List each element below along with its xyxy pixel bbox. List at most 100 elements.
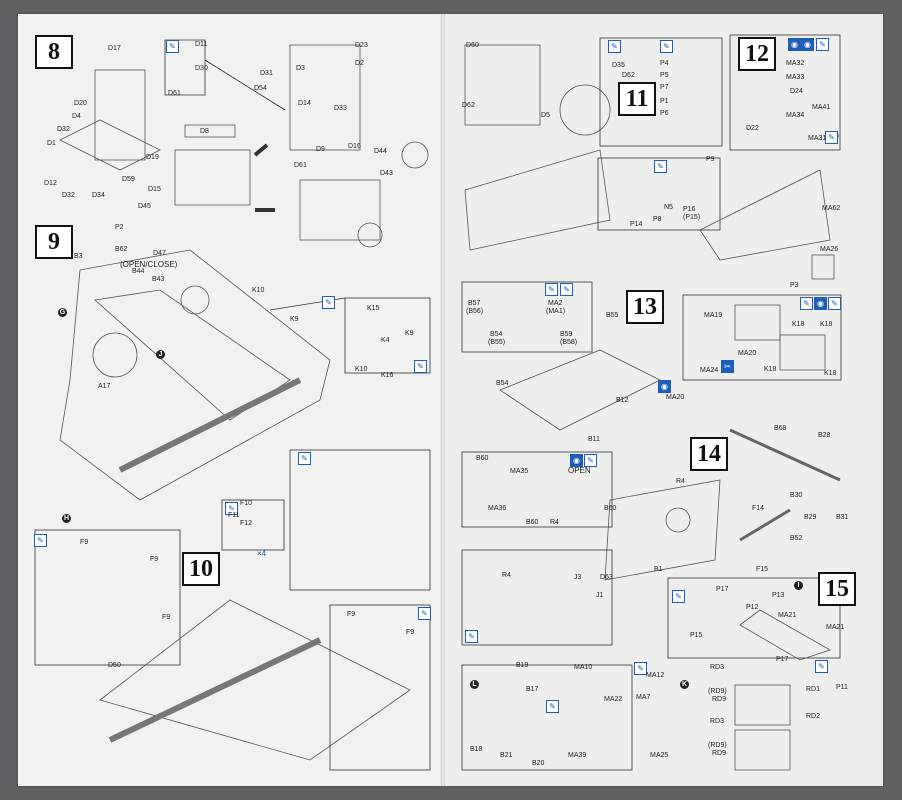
part-label: D50 (108, 662, 121, 669)
part-label: B59 (560, 331, 573, 338)
part-label: MA36 (488, 505, 507, 512)
part-label: F9 (347, 611, 356, 618)
part-label: B52 (790, 535, 803, 542)
part-label: B20 (532, 760, 545, 767)
part-label: F9 (150, 556, 159, 563)
glue-icon: ✎ (825, 131, 838, 144)
part-label: D11 (195, 41, 208, 48)
part-label: D24 (790, 88, 803, 95)
part-label: MA2 (548, 300, 563, 307)
part-label: RD9 (712, 696, 727, 703)
part-label: MA62 (822, 205, 841, 212)
part-label: (P15) (683, 214, 701, 221)
part-label: D5 (541, 112, 550, 119)
part-label: B3 (74, 253, 83, 260)
glue-icon: ✎ (672, 590, 685, 603)
left-instruction-page (18, 14, 443, 786)
step-number-15: 15 (818, 572, 856, 606)
part-label: D4 (72, 113, 81, 120)
part-label: RD3 (710, 718, 725, 725)
glue-icon: ✎ (225, 502, 238, 515)
part-label: B62 (115, 246, 128, 253)
part-label: D62 (622, 72, 635, 79)
part-label: K18 (824, 370, 837, 377)
part-label: D33 (334, 105, 347, 112)
part-label: RD9 (712, 750, 727, 757)
step-number-11: 11 (618, 82, 656, 116)
part-label: B55 (606, 312, 619, 319)
glue-icon: ✎ (414, 360, 427, 373)
part-label: D15 (148, 186, 161, 193)
part-label: P13 (772, 592, 785, 599)
part-label: MA41 (812, 104, 831, 111)
part-label: P11 (836, 684, 848, 691)
page-fold (441, 14, 445, 786)
part-label: D17 (108, 45, 121, 52)
part-label: D32 (62, 192, 75, 199)
glue-icon: ✎ (465, 630, 478, 643)
quantity-x4: ×4 (257, 549, 267, 558)
part-label: P2 (115, 224, 124, 231)
part-label: B54 (490, 331, 503, 338)
part-label: K9 (290, 316, 299, 323)
drill-icon: ◉ (814, 297, 827, 310)
part-label: (B56) (466, 308, 484, 315)
part-label: K4 (381, 337, 390, 344)
part-label: K18 (820, 321, 833, 328)
part-label: MA20 (666, 394, 685, 401)
open-note: OPEN (568, 466, 591, 475)
part-label: D62 (462, 102, 475, 109)
part-label: D31 (260, 70, 273, 77)
part-label: D1 (47, 140, 56, 147)
part-label: J1 (596, 592, 604, 599)
glue-icon: ✎ (418, 607, 431, 620)
glue-icon: ✎ (584, 454, 597, 467)
part-label: F14 (752, 505, 765, 512)
part-label: D30 (195, 65, 208, 72)
part-label: D43 (380, 170, 393, 177)
part-label: RD1 (806, 686, 821, 693)
part-label: D20 (74, 100, 87, 107)
part-label: D12 (44, 180, 57, 187)
part-label: P5 (660, 72, 669, 79)
part-label: P6 (660, 110, 669, 117)
part-label: B28 (818, 432, 831, 439)
part-label: MA21 (778, 612, 797, 619)
part-label: K16 (381, 372, 394, 379)
part-label: B1 (654, 566, 663, 573)
cut-icon: ✂ (721, 360, 734, 373)
part-label: P16 (683, 206, 696, 213)
part-label: D3 (296, 65, 305, 72)
part-label: P17 (716, 586, 729, 593)
drill-icon: ◉ (570, 454, 583, 467)
drill-icon: ◉ (788, 38, 801, 51)
step-number-8: 8 (35, 35, 73, 69)
part-label: MA12 (646, 672, 665, 679)
open-close-note: (OPEN/CLOSE) (120, 260, 178, 269)
part-label: F9 (162, 614, 171, 621)
part-label: K10 (252, 287, 265, 294)
part-label: D8 (200, 128, 209, 135)
part-label: D63 (600, 574, 613, 581)
part-label: K18 (764, 366, 777, 373)
part-label: K9 (405, 330, 414, 337)
part-label: B30 (790, 492, 803, 499)
part-label: R4 (676, 478, 685, 485)
part-label: P9 (706, 156, 715, 163)
part-label: D61 (294, 162, 307, 169)
part-label: P3 (790, 282, 799, 289)
part-label: F9 (80, 539, 89, 546)
part-label: MA26 (820, 246, 839, 253)
part-label: B43 (152, 276, 165, 283)
part-label: K18 (792, 321, 805, 328)
part-label: F11 (228, 512, 240, 519)
part-label: B60 (476, 455, 489, 462)
part-label: D14 (298, 100, 311, 107)
part-label: MA33 (786, 74, 805, 81)
part-label: R4 (502, 572, 511, 579)
part-label: P8 (653, 216, 662, 223)
part-label: B17 (526, 686, 539, 693)
step-number-9: 9 (35, 225, 73, 259)
part-label: F12 (240, 520, 253, 527)
part-label: B31 (836, 514, 849, 521)
